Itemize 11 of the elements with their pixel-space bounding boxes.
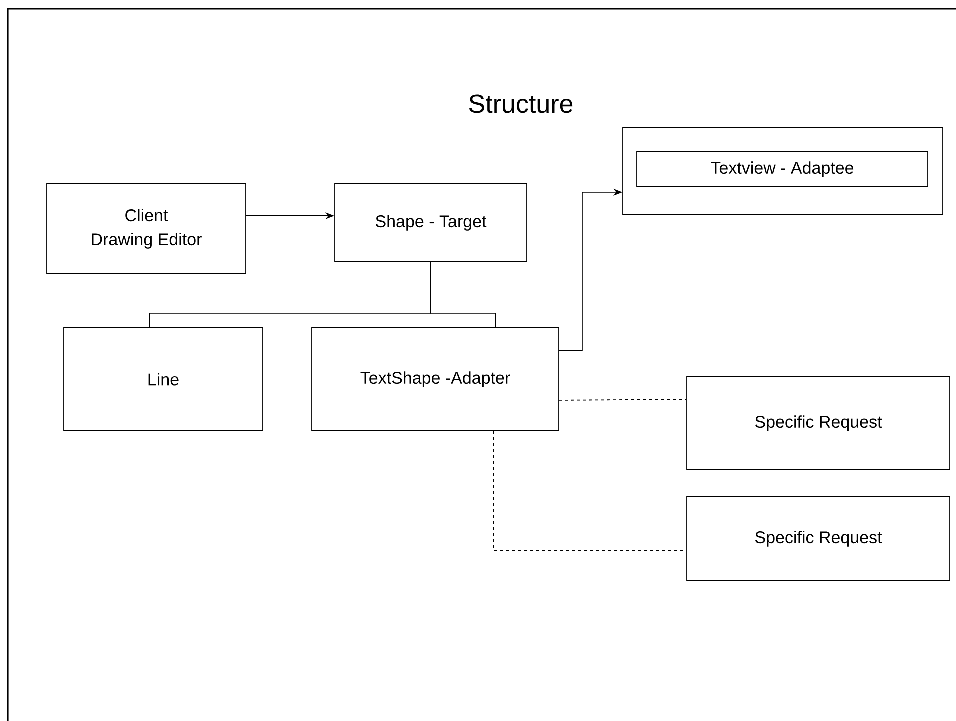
- connector-line: [559, 399, 687, 401]
- process-box: Client Drawing Editor: [46, 184, 246, 274]
- process-box: Specific Request: [686, 496, 950, 582]
- process-box: TextShape -Adapter: [312, 328, 560, 432]
- container-box: [622, 128, 944, 216]
- title: Structure: [469, 94, 573, 114]
- process-box: Shape - Target: [334, 184, 528, 262]
- process-box: Specific Request: [686, 376, 950, 470]
- process-box: Textview - Adaptee: [636, 152, 928, 188]
- process-box: Line: [64, 328, 264, 432]
- connector-line: [430, 262, 496, 328]
